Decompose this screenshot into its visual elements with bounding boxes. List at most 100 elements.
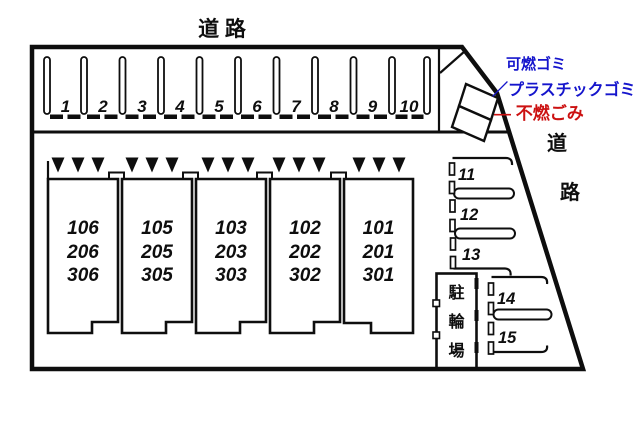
stall-divider bbox=[272, 56, 281, 115]
unit-label: 202 bbox=[288, 242, 321, 263]
parking-stall-line bbox=[491, 275, 549, 285]
stall-number-15: 15 bbox=[498, 329, 517, 347]
building-block-3 bbox=[194, 177, 268, 335]
stall-tick bbox=[449, 199, 456, 213]
bicycle-parking-char: 場 bbox=[448, 342, 464, 360]
bicycle-box-notch bbox=[432, 331, 441, 340]
garbage-label-burnable: 可燃ゴミ bbox=[506, 55, 566, 73]
garbage-bin-2 bbox=[450, 104, 493, 143]
balcony-arrow bbox=[145, 157, 159, 173]
stall-divider bbox=[43, 56, 51, 115]
stall-number-8: 8 bbox=[329, 97, 339, 116]
block-connector bbox=[256, 171, 273, 179]
balcony-arrow bbox=[392, 157, 406, 173]
bicycle-parking-char: 輪 bbox=[448, 312, 465, 331]
balcony-arrow bbox=[292, 157, 306, 173]
stall-tick bbox=[449, 255, 457, 270]
unit-label: 101 bbox=[363, 218, 395, 239]
stall-divider bbox=[157, 56, 165, 115]
unit-label: 206 bbox=[66, 242, 99, 263]
wheel-stop bbox=[258, 114, 272, 119]
wheel-stop bbox=[335, 114, 349, 119]
unit-label: 205 bbox=[140, 242, 173, 263]
unit-label: 306 bbox=[67, 265, 99, 286]
wheel-stop bbox=[411, 114, 424, 119]
bicycle-box-tick bbox=[474, 278, 479, 289]
bicycle-parking-box bbox=[435, 272, 478, 371]
corner-chamfer bbox=[439, 50, 466, 74]
garbage-label-plastic: ／プラスチックゴミ bbox=[492, 80, 636, 99]
balcony-arrow bbox=[91, 157, 105, 173]
parking-bar bbox=[454, 227, 516, 240]
wheel-stop bbox=[220, 114, 233, 119]
unit-label: 303 bbox=[215, 265, 247, 286]
stall-tick bbox=[487, 301, 495, 316]
wheel-stop bbox=[125, 114, 139, 119]
wheel-stop bbox=[318, 114, 331, 119]
balcony-arrow bbox=[312, 157, 326, 173]
balcony-arrow bbox=[272, 157, 286, 173]
unit-label: 103 bbox=[215, 218, 247, 239]
stall-tick bbox=[448, 162, 456, 176]
wheel-stop bbox=[279, 114, 293, 119]
stall-number-9: 9 bbox=[368, 97, 378, 116]
bicycle-box-tick bbox=[474, 310, 479, 321]
stall-tick bbox=[449, 218, 456, 233]
stall-tick bbox=[449, 237, 457, 251]
stall-divider bbox=[311, 56, 319, 115]
unit-label: 106 bbox=[67, 218, 99, 239]
building-block-5 bbox=[342, 177, 415, 335]
stall-number-4: 4 bbox=[174, 97, 185, 116]
stall-divider bbox=[423, 56, 431, 115]
block-connector bbox=[182, 171, 199, 179]
stall-number-6: 6 bbox=[252, 97, 262, 116]
balcony-arrow bbox=[352, 157, 366, 173]
wheel-stop bbox=[181, 114, 195, 119]
stall-number-7: 7 bbox=[291, 97, 302, 116]
stall-divider bbox=[195, 56, 204, 115]
stall-number-5: 5 bbox=[214, 97, 224, 116]
bicycle-parking-char: 駐 bbox=[448, 283, 464, 302]
stall-number-12: 12 bbox=[460, 206, 478, 224]
unit-label: 105 bbox=[141, 218, 173, 239]
unit-label: 203 bbox=[214, 242, 247, 263]
block-connector bbox=[108, 171, 125, 179]
wheel-stop bbox=[104, 114, 118, 119]
garbage-label-nonburnable: — 不燃ごみ bbox=[494, 103, 584, 123]
wheel-stop bbox=[395, 114, 408, 119]
stall-number-3: 3 bbox=[137, 97, 147, 116]
stall-tick bbox=[487, 341, 495, 355]
unit-label: 102 bbox=[289, 218, 321, 239]
stall-tick bbox=[487, 282, 495, 296]
wheel-stop bbox=[374, 114, 387, 119]
parking-stall-line bbox=[453, 267, 512, 276]
road-label-top: 道 路 bbox=[198, 17, 247, 41]
bicycle-box-tick bbox=[474, 342, 479, 353]
stall-tick bbox=[448, 180, 456, 195]
road-label-right-upper: 道 bbox=[547, 131, 567, 155]
balcony-arrow bbox=[125, 157, 139, 173]
block-connector bbox=[330, 171, 347, 179]
unit-label: 305 bbox=[141, 265, 173, 286]
building-block-1 bbox=[46, 177, 120, 335]
road-label-right-lower: 路 bbox=[560, 180, 581, 204]
site-boundary bbox=[29, 44, 587, 372]
bicycle-box-notch bbox=[432, 299, 441, 308]
unit-label: 201 bbox=[362, 242, 395, 263]
wheel-stop bbox=[143, 114, 156, 119]
balcony-arrow bbox=[51, 157, 65, 173]
balcony-arrow bbox=[201, 157, 215, 173]
parking-stall-line bbox=[452, 156, 514, 166]
building-block-4 bbox=[268, 177, 342, 335]
parking-stall-line bbox=[493, 345, 549, 354]
stall-number-14: 14 bbox=[497, 290, 515, 308]
wheel-stop bbox=[67, 114, 81, 119]
unit-label: 301 bbox=[363, 265, 395, 286]
unit-label: 302 bbox=[289, 265, 321, 286]
stall-divider bbox=[388, 56, 396, 115]
stall-tick bbox=[487, 321, 495, 336]
stall-number-11: 11 bbox=[458, 166, 475, 184]
balcony-arrow bbox=[165, 157, 179, 173]
